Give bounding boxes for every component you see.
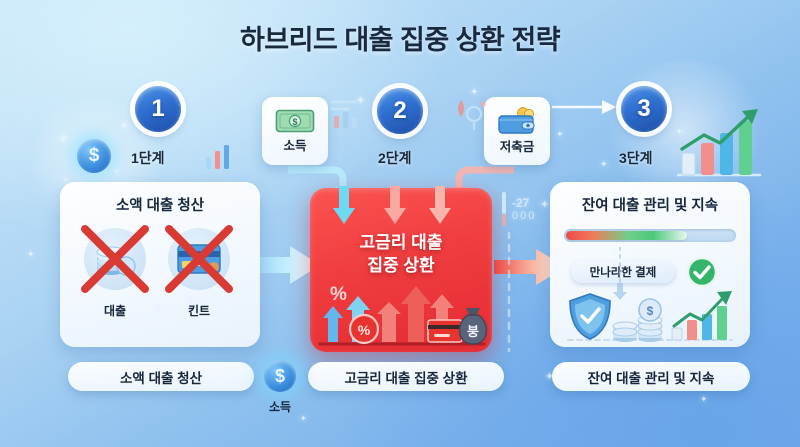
step-label-2: 2단계 xyxy=(378,150,412,166)
bottom-pill-2[interactable]: 고금리 대출 집중 상환 xyxy=(308,362,504,391)
coin-glow-icon-left: $ xyxy=(77,139,111,173)
sparkle-icon: ✦ xyxy=(27,249,35,259)
svg-text:$: $ xyxy=(292,117,297,127)
mini-bar-chart-icon xyxy=(206,145,229,169)
float-label-income-top-text: 소득 xyxy=(283,139,307,153)
float-label-savings: 저축금 xyxy=(484,97,550,165)
growth-bar-chart-icon xyxy=(676,109,762,177)
wallet-icon xyxy=(498,107,535,134)
progress-bar-track xyxy=(564,229,736,242)
sparkle-icon: ✦ xyxy=(120,121,129,132)
decor-dashed-line-icon xyxy=(507,232,511,352)
decor-dotted-connector-icon xyxy=(619,247,621,287)
green-check-icon xyxy=(686,256,718,288)
sparkle-icon: ✦ xyxy=(700,394,708,404)
decor-pin-rocket-icon xyxy=(458,100,486,131)
step-number: 3 xyxy=(637,95,651,122)
redbox-title-line2: 집중 상환 xyxy=(367,255,435,275)
down-arrow-cyan-icon xyxy=(333,186,355,224)
sparkle-icon: ✦ xyxy=(58,131,69,146)
bottom-pill-1[interactable]: 소액 대출 청산 xyxy=(68,362,254,391)
left-icon-caption-1: 대출 xyxy=(103,304,127,318)
redbox-graphics: % % 붕 xyxy=(318,284,488,346)
float-label-income-top: $ 소득 xyxy=(262,97,328,165)
step-label-3: 3단계 xyxy=(619,150,653,166)
credit-card-icon xyxy=(177,244,221,274)
down-arrow-small-icon xyxy=(613,283,627,300)
decor-vertical-gauge-icon xyxy=(502,192,506,226)
money-bag-label: 붕 xyxy=(467,324,479,339)
bottom-pill-3[interactable]: 잔여 대출 관리 및 지속 xyxy=(552,362,750,391)
redbox-title-line1: 고금리 대출 xyxy=(359,233,443,252)
step-label-1: 1단계 xyxy=(131,150,165,166)
card-3-graphics: $ xyxy=(567,291,733,342)
decor-mini-chart-icon xyxy=(330,100,358,128)
coin-glow-icon-bottom: $ xyxy=(264,360,296,392)
card-3-title: 잔여 대출 관리 및 지속 xyxy=(581,198,719,214)
cash-bill-icon: $ xyxy=(275,109,315,133)
step-circle-2: 2 xyxy=(377,88,423,134)
step-connector-arrow-icon xyxy=(552,100,616,114)
float-label-savings-text: 저축금 xyxy=(499,140,535,154)
decor-faint-zeros: 000 xyxy=(512,210,537,222)
sparkle-icon: ✦ xyxy=(300,414,307,423)
step-circle-3: 3 xyxy=(621,86,667,132)
flow-arrow-center-to-right-icon xyxy=(494,249,566,285)
step-number: 2 xyxy=(393,97,407,124)
step-number: 1 xyxy=(151,95,165,122)
sparkle-icon: ✦ xyxy=(113,167,120,176)
step-circle-1: 1 xyxy=(135,86,181,132)
sparkle-icon: ✦ xyxy=(600,159,608,169)
down-arrow-pink-icon-2 xyxy=(429,186,451,224)
down-arrow-pink-icon-1 xyxy=(384,186,406,224)
coins-stack-icon xyxy=(96,246,136,276)
svg-text:%: % xyxy=(330,284,347,305)
svg-text:%: % xyxy=(358,322,371,338)
sparkle-icon: ✦ xyxy=(540,199,550,211)
float-label-income-bottom-text: 소득 xyxy=(268,400,292,414)
redbox-title: 고금리 대출 집중 상환 xyxy=(310,232,492,278)
sparkle-icon: ✦ xyxy=(556,129,564,139)
page-title: 하브리드 대출 집중 상환 전략 xyxy=(239,25,561,55)
decor-faint-number: -27 xyxy=(512,196,530,210)
svg-text:$: $ xyxy=(647,304,654,318)
progress-bar-fill xyxy=(566,231,687,240)
card-1-title: 소액 대출 청산 xyxy=(115,198,205,214)
left-icon-caption-2: 킨트 xyxy=(187,304,211,318)
flow-arrow-left-to-center-icon xyxy=(246,246,320,284)
payment-status-pill: 만나라한 결제 xyxy=(571,261,675,283)
